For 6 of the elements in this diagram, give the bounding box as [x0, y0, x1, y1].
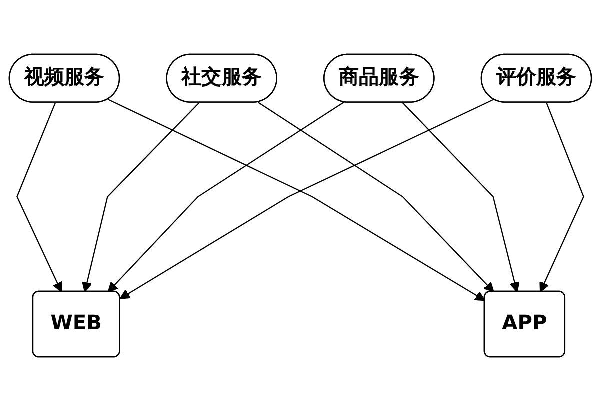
arrow: [82, 102, 200, 292]
arrow: [108, 102, 344, 292]
arrow: [16, 102, 62, 292]
arrow: [540, 102, 584, 292]
arrow: [402, 102, 520, 292]
arrow: [258, 102, 494, 292]
